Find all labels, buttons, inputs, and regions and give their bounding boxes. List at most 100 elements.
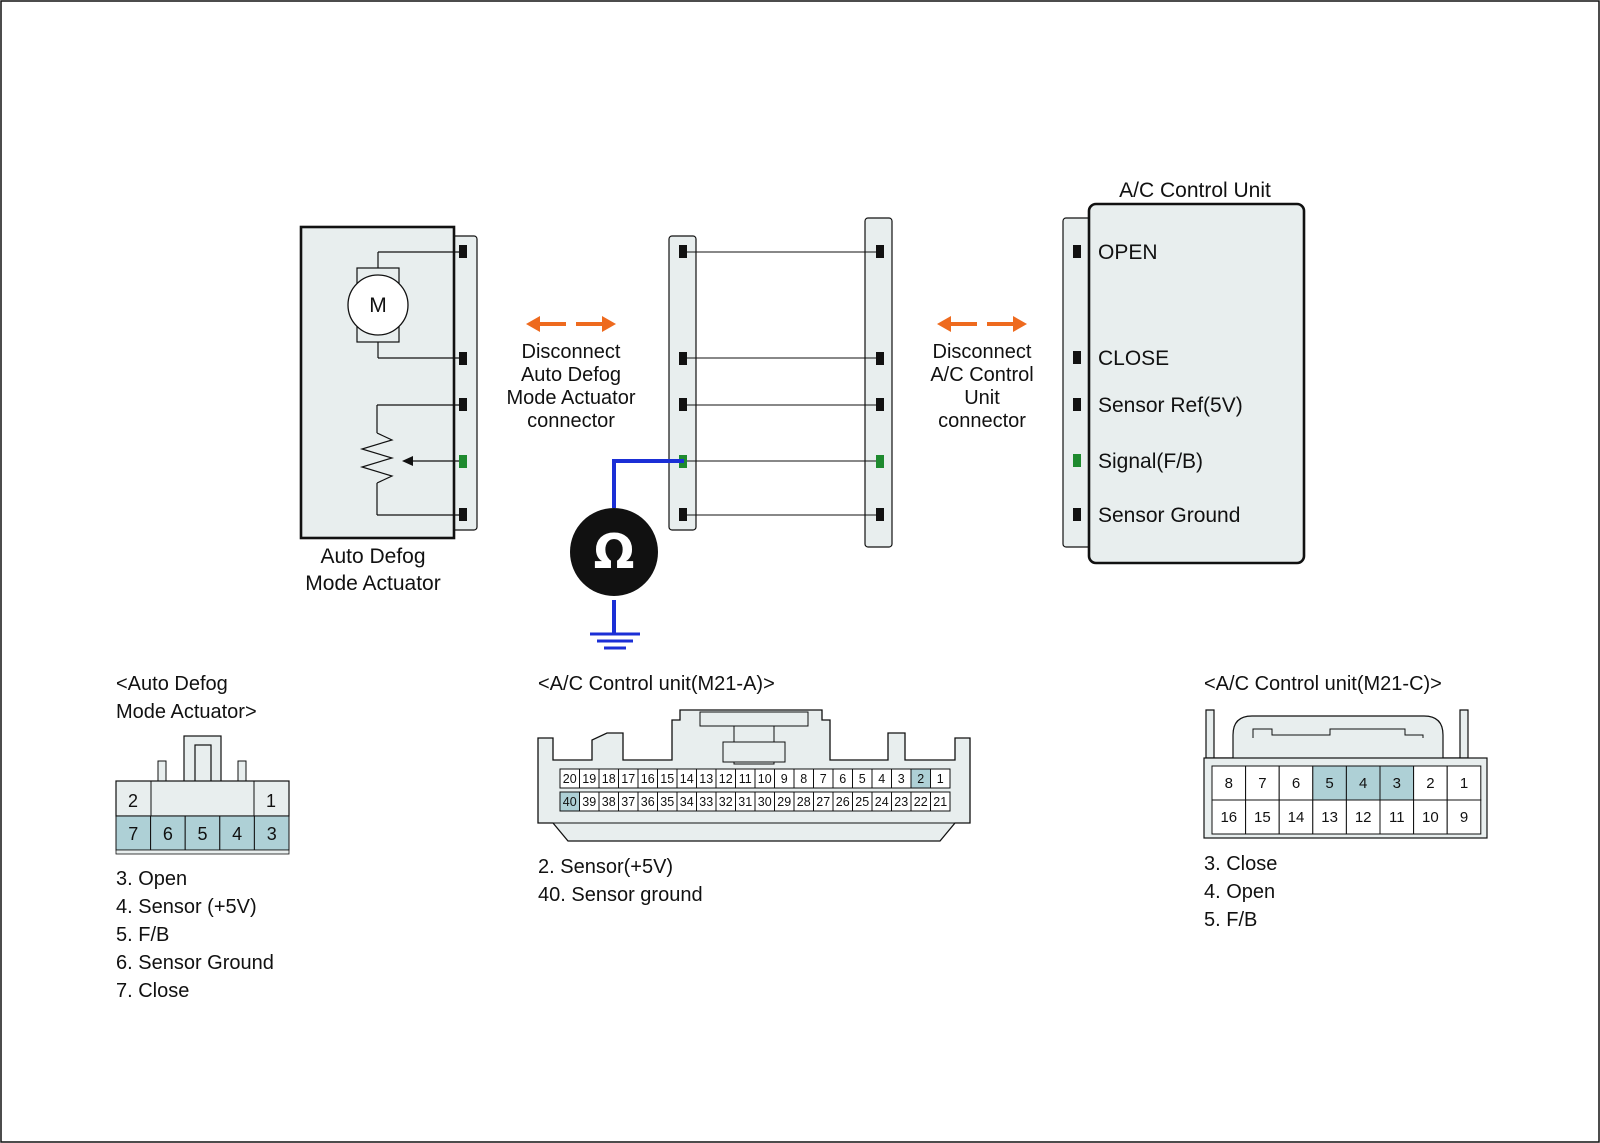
pin-legend-item: 4. Open — [1204, 881, 1275, 903]
ohmmeter-probe: Ω — [570, 459, 684, 650]
wiper-arrow-icon — [402, 456, 413, 466]
ohmmeter-icon — [570, 508, 658, 596]
pin-number: 28 — [797, 795, 811, 809]
pin-number: 6 — [1292, 775, 1300, 792]
connector-pin — [115, 815, 152, 851]
connector-pin — [930, 791, 951, 812]
connector-actuator-title-line1: <Auto Defog — [116, 673, 228, 695]
pin-number: 5 — [197, 824, 207, 844]
pin-legend-item: 5. F/B — [1204, 909, 1257, 931]
ohm-symbol: Ω — [594, 524, 635, 580]
pin-number: 26 — [836, 795, 850, 809]
pin-number: 3 — [898, 772, 905, 786]
control-unit-pin — [1073, 245, 1081, 258]
pin-number: 2 — [917, 772, 924, 786]
pin-number: 35 — [660, 795, 674, 809]
pin-number: 33 — [699, 795, 713, 809]
pin-number: 4 — [1359, 775, 1367, 792]
actuator-name-line2: Mode Actuator — [305, 572, 440, 595]
probe-wire — [612, 459, 684, 508]
arrow-right-icon — [987, 316, 1027, 332]
pin-number: 40 — [563, 795, 577, 809]
pin-number: 16 — [641, 772, 655, 786]
pin-number: 11 — [1389, 809, 1405, 826]
ground-icon — [590, 632, 640, 650]
pin-number: 19 — [582, 772, 596, 786]
pin-number: 38 — [602, 795, 616, 809]
pin-number: 4 — [232, 824, 242, 844]
pin-legend-item: 40. Sensor ground — [538, 884, 703, 906]
disconnect-right-line: Disconnect — [933, 341, 1032, 363]
pin-number: 1 — [266, 791, 276, 811]
connector-pin — [1245, 799, 1280, 835]
connector-pin — [1312, 765, 1347, 801]
pin-legend-item: 4. Sensor (+5V) — [116, 896, 257, 918]
pin-number: 39 — [582, 795, 596, 809]
connector-pin — [1413, 799, 1448, 835]
control-unit-terminal-label: OPEN — [1098, 241, 1158, 264]
actuator-pin — [459, 398, 467, 411]
pin-legend-item: 3. Open — [116, 868, 187, 890]
pin-number: 18 — [602, 772, 616, 786]
connector-m21a-title: <A/C Control unit(M21-A)> — [538, 673, 775, 695]
pin-number: 15 — [660, 772, 674, 786]
pin-number: 29 — [777, 795, 791, 809]
pin-number: 14 — [680, 772, 694, 786]
connector-pin — [1379, 765, 1415, 801]
pin-number: 23 — [894, 795, 908, 809]
disconnect-left-line: Mode Actuator — [507, 387, 636, 409]
pin-number: 7 — [820, 772, 827, 786]
arrow-left-icon — [526, 316, 566, 332]
disconnect-left-line: connector — [527, 410, 615, 432]
motor-icon — [347, 274, 409, 336]
pin-number: 15 — [1254, 809, 1271, 826]
pin-number: 30 — [758, 795, 772, 809]
disconnect-right-line: connector — [938, 410, 1026, 432]
pin-number: 8 — [1225, 775, 1233, 792]
connector-pin — [1446, 799, 1482, 835]
pin-number: 17 — [621, 772, 635, 786]
control-unit-terminal-label: Sensor Ref(5V) — [1098, 394, 1243, 417]
pin-number: 1 — [937, 772, 944, 786]
harness-connector-left — [668, 235, 697, 531]
pin-number: 27 — [816, 795, 830, 809]
pin-number: 3 — [1393, 775, 1401, 792]
control-unit-terminal-label: CLOSE — [1098, 347, 1169, 370]
pin-number: 37 — [621, 795, 635, 809]
pin-number: 14 — [1288, 809, 1305, 826]
control-unit-pin — [1073, 454, 1081, 467]
pin-number: 12 — [719, 772, 733, 786]
potentiometer-icon — [359, 432, 395, 484]
arrow-right-icon — [576, 316, 616, 332]
pin-number: 22 — [914, 795, 928, 809]
pin-number: 25 — [855, 795, 869, 809]
pin-number: 5 — [859, 772, 866, 786]
pin-number: 21 — [933, 795, 947, 809]
disconnect-right-line: A/C Control — [930, 364, 1033, 386]
pin-number: 20 — [563, 772, 577, 786]
pin-legend-item: 2. Sensor(+5V) — [538, 856, 673, 878]
disconnect-left: Disconnect Auto Defog Mode Actuator conn… — [507, 316, 636, 432]
control-unit-pin — [1073, 398, 1081, 411]
control-unit-pin — [1073, 351, 1081, 364]
pin-legend-item: 3. Close — [1204, 853, 1277, 875]
pin-number: 10 — [1422, 809, 1439, 826]
connector-pin — [1379, 799, 1415, 835]
pin-number: 1 — [1460, 775, 1468, 792]
pin-number: 8 — [800, 772, 807, 786]
pin-number: 7 — [128, 824, 138, 844]
connector-pin — [1413, 765, 1448, 801]
pin-number: 12 — [1355, 809, 1372, 826]
arrow-left-icon — [937, 316, 977, 332]
pin-number: 4 — [878, 772, 885, 786]
control-unit-housing — [1087, 202, 1306, 565]
connector-actuator-title-line2: Mode Actuator> — [116, 701, 257, 723]
pin-number: 10 — [758, 772, 772, 786]
pin-number: 13 — [699, 772, 713, 786]
disconnect-left-line: Auto Defog — [521, 364, 621, 386]
pin-number: 5 — [1325, 775, 1333, 792]
wiring-harness — [668, 217, 893, 548]
